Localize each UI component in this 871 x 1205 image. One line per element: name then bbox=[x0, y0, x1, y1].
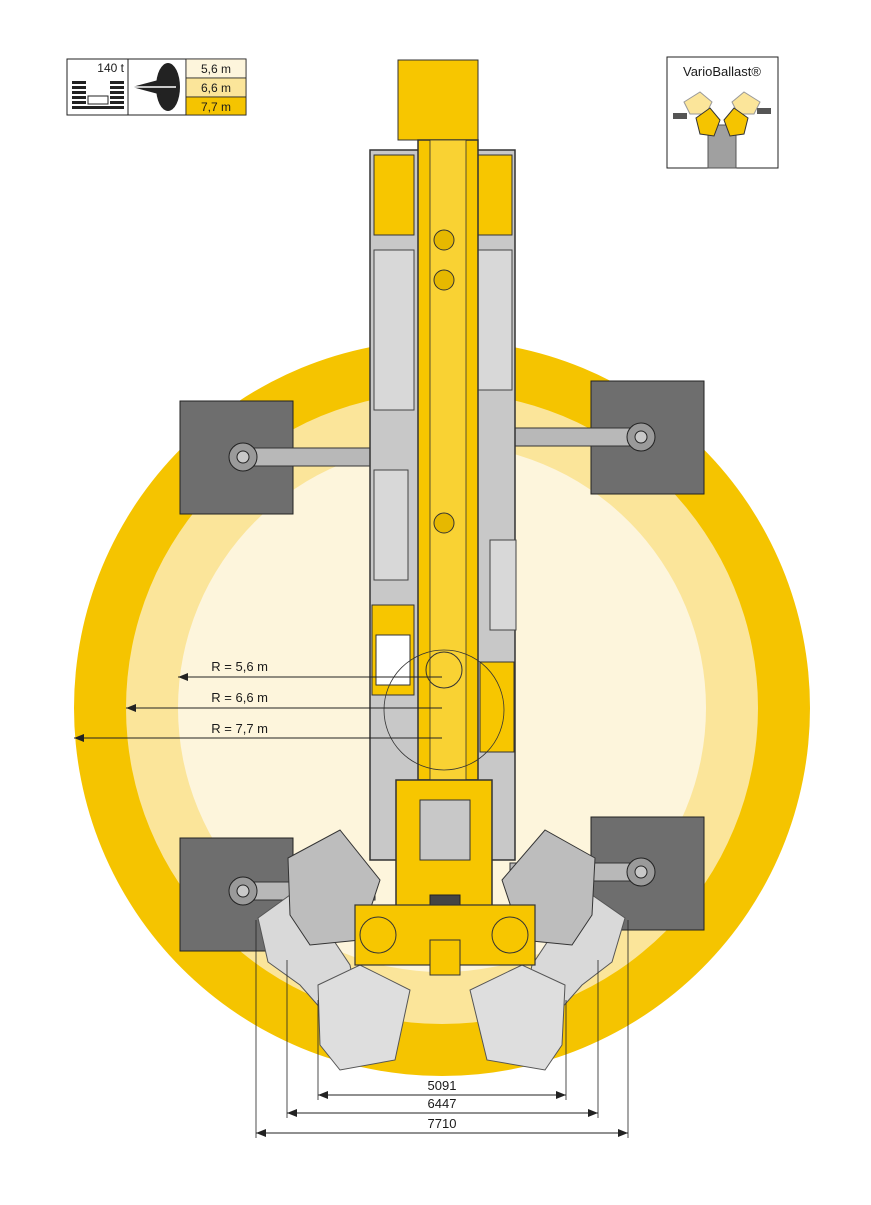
legend-option-1-label: 5,6 m bbox=[201, 62, 231, 76]
legend-weight-label: 140 t bbox=[97, 61, 124, 75]
dimension-inner-label: 5091 bbox=[428, 1078, 457, 1093]
ballast-legend: 140 t 5,6 m 6,6 m 7,7 m bbox=[66, 58, 247, 116]
dimension-lines: 5091 6447 7710 bbox=[255, 920, 629, 1138]
vario-ballast-label: VarioBallast® bbox=[683, 64, 761, 79]
vario-ballast-icon bbox=[673, 91, 771, 137]
radius-label-large: R = 7,7 m bbox=[211, 721, 268, 736]
legend-option-3 bbox=[185, 96, 247, 116]
legend-option-3-label: 7,7 m bbox=[201, 100, 231, 114]
radius-label-medium: R = 6,6 m bbox=[211, 690, 268, 705]
vario-ballast-box: VarioBallast® bbox=[666, 56, 779, 169]
legend-option-2-label: 6,6 m bbox=[201, 81, 231, 95]
outrigger-front-left bbox=[179, 400, 376, 515]
crane-superstructure bbox=[354, 59, 536, 976]
ballast-position-icon bbox=[132, 63, 180, 111]
dimension-outer-label: 7710 bbox=[428, 1116, 457, 1131]
radius-label-small: R = 5,6 m bbox=[211, 659, 268, 674]
radius-indicators: R = 5,6 m R = 6,6 m R = 7,7 m bbox=[74, 659, 442, 742]
outrigger-front-right bbox=[509, 380, 705, 495]
dimension-middle-label: 6447 bbox=[428, 1096, 457, 1111]
counterweight-stack-icon bbox=[72, 81, 124, 109]
